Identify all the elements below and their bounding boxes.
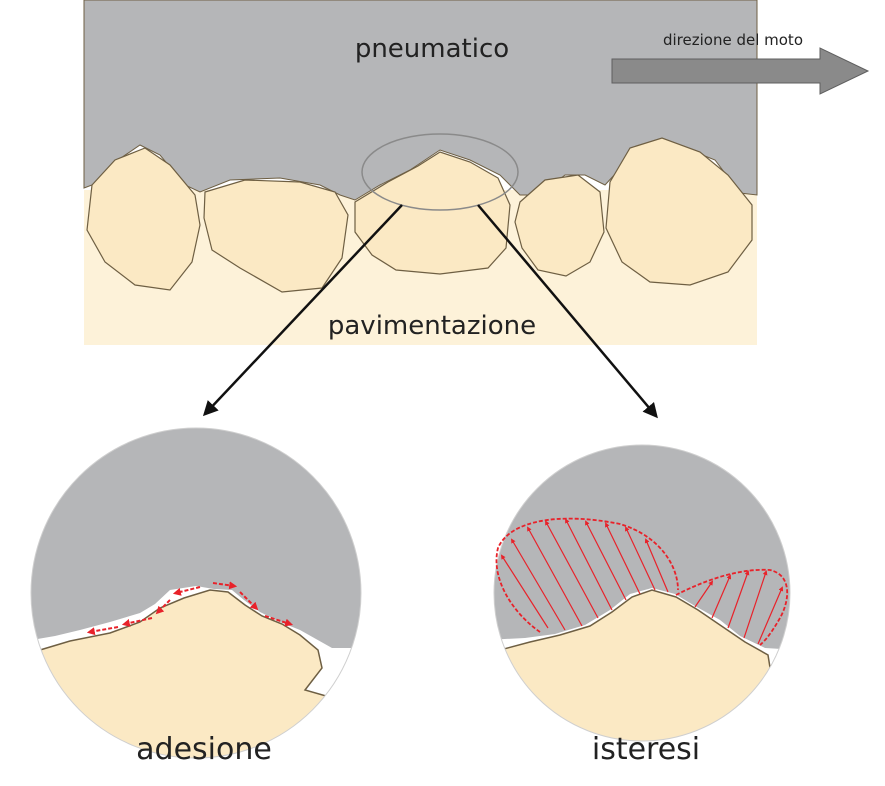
hysteresis-label: isteresi bbox=[592, 732, 700, 767]
direction-label: direzione del moto bbox=[663, 31, 803, 49]
contact-zone-highlight bbox=[361, 133, 519, 211]
force-arrow bbox=[743, 570, 768, 639]
zoom-circle bbox=[30, 427, 362, 759]
force-arrow bbox=[757, 586, 784, 645]
force-arrow bbox=[239, 591, 259, 611]
hysteresis-stress-region bbox=[495, 517, 789, 646]
force-arrow bbox=[212, 581, 238, 590]
force-arrow bbox=[727, 570, 750, 629]
adhesion-force-arrows bbox=[86, 581, 294, 636]
force-arrow bbox=[565, 518, 613, 611]
zoom-circle bbox=[493, 444, 791, 742]
stress-loop bbox=[495, 517, 679, 633]
aggregate-stone bbox=[203, 179, 349, 293]
tire-label: pneumatico bbox=[355, 34, 509, 64]
contact-scene: pneumatico pavimentazione direzione del … bbox=[83, 0, 870, 345]
force-arrow bbox=[694, 580, 714, 608]
force-arrow bbox=[585, 520, 627, 601]
arrow-pointer-icon bbox=[202, 204, 403, 417]
aggregate-stone bbox=[605, 137, 753, 286]
force-arrow bbox=[511, 538, 566, 631]
force-arrow bbox=[605, 522, 641, 595]
direction-arrow: direzione del moto bbox=[611, 31, 870, 95]
force-arrow bbox=[86, 626, 119, 636]
force-arrow bbox=[121, 617, 153, 627]
hysteresis-force-arrows bbox=[500, 518, 784, 645]
force-arrow bbox=[172, 586, 201, 596]
aggregate-stone bbox=[514, 174, 605, 277]
force-arrow bbox=[155, 599, 171, 615]
force-arrow bbox=[625, 526, 656, 591]
force-arrow bbox=[711, 574, 732, 619]
force-arrow bbox=[545, 520, 599, 619]
pavement-label: pavimentazione bbox=[328, 311, 536, 341]
force-arrow bbox=[527, 526, 583, 627]
adhesion-label: adesione bbox=[136, 732, 272, 767]
force-arrow bbox=[644, 538, 669, 593]
aggregate-stone bbox=[354, 151, 511, 275]
arrow-pointer-icon bbox=[477, 204, 658, 419]
stress-loop bbox=[675, 568, 789, 646]
hysteresis-detail: isteresi bbox=[493, 444, 791, 767]
force-arrow bbox=[500, 554, 549, 629]
adhesion-detail: adesione bbox=[30, 427, 362, 767]
right-arrow-icon bbox=[611, 47, 870, 95]
tire-rubber bbox=[31, 428, 361, 648]
aggregate-stone bbox=[86, 147, 201, 291]
force-arrow bbox=[264, 615, 294, 627]
